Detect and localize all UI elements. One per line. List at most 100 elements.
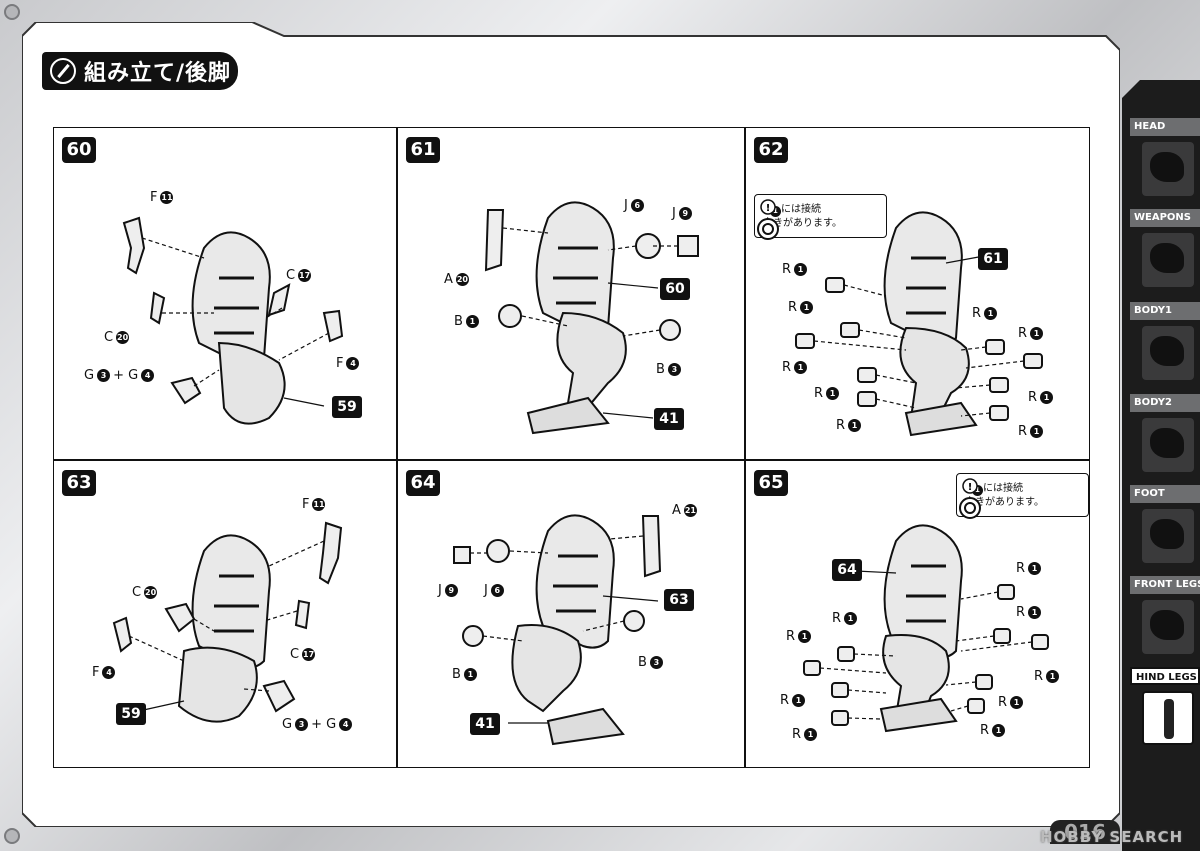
body1-thumbnail-icon [1142, 326, 1194, 380]
corner-rivet-icon [4, 828, 20, 844]
sidebar-item-label: HIND LEGS [1130, 667, 1200, 685]
step-number: 63 [62, 470, 96, 496]
sidebar-item-label: FRONT LEGS [1130, 576, 1200, 594]
part-reference: 41 [470, 713, 500, 735]
section-title-tab: 組み立て/後脚 [42, 52, 238, 90]
weapons-thumbnail-icon [1142, 233, 1194, 287]
part-diagram [795, 211, 1043, 437]
sidebar-item-label: WEAPONS [1130, 209, 1200, 227]
grid-divider [53, 459, 1090, 461]
connection-note: R1には接続 向きがあります。 ! [754, 194, 887, 240]
hind-legs-thumbnail-icon [1142, 691, 1194, 745]
front-legs-thumbnail-icon [1142, 600, 1194, 654]
wrench-circle-icon [50, 58, 76, 84]
step-number: 62 [754, 137, 788, 163]
part-reference: 64 [832, 559, 862, 581]
svg-text:!: ! [968, 482, 973, 493]
part-diagram [453, 514, 662, 746]
sidebar-item-body1[interactable]: BODY1 [1130, 302, 1200, 380]
head-thumbnail-icon [1142, 142, 1194, 196]
part-diagram [122, 216, 344, 425]
sidebar-item-weapons[interactable]: WEAPONS [1130, 209, 1200, 287]
step-number: 65 [754, 470, 788, 496]
sidebar-item-body2[interactable]: BODY2 [1130, 394, 1200, 472]
part-reference: 59 [332, 396, 362, 418]
sidebar-item-foot[interactable]: FOOT [1130, 485, 1200, 563]
page-title: 組み立て/後脚 [84, 61, 232, 86]
step-number: 60 [62, 137, 96, 163]
steps-grid [53, 127, 1090, 768]
sidebar-item-head[interactable]: HEAD [1130, 118, 1200, 196]
sidebar-item-hind-legs[interactable]: HIND LEGS [1130, 667, 1200, 745]
part-diagram [803, 524, 1049, 733]
part-reference: 59 [116, 703, 146, 725]
corner-rivet-icon [4, 4, 20, 20]
sidebar-item-label: HEAD [1130, 118, 1200, 136]
part-reference: 61 [978, 248, 1008, 270]
body2-thumbnail-icon [1142, 418, 1194, 472]
sidebar-item-label: BODY2 [1130, 394, 1200, 412]
grid-divider [744, 127, 746, 768]
step-panel-62: 62 R1には接続 向きがあります。 ! R1 R1 R1 R1 R1 R1 R… [746, 128, 1092, 449]
part-reference: 60 [660, 278, 690, 300]
foot-thumbnail-icon [1142, 509, 1194, 563]
sidebar-item-label: FOOT [1130, 485, 1200, 503]
part-reference: 63 [664, 589, 694, 611]
step-panel-65: 65 R1には接続 向きがあります。 ! R1 R1 R1 R1 R1 R1 R… [746, 461, 1092, 782]
part-reference: 41 [654, 408, 684, 430]
sidebar-item-front-legs[interactable]: FRONT LEGS [1130, 576, 1200, 654]
warning-icon: ! [757, 199, 779, 240]
warning-icon: ! [959, 478, 981, 519]
grid-divider [396, 127, 398, 768]
page-number: 016 [1050, 820, 1120, 844]
part-diagram [484, 201, 699, 435]
connection-note: R1には接続 向きがあります。 ! [956, 473, 1089, 519]
watermark: HOBBY SEARCH [1040, 828, 1184, 846]
part-diagram [112, 521, 343, 723]
step-number: 64 [406, 470, 440, 496]
sidebar-item-label: BODY1 [1130, 302, 1200, 320]
step-number: 61 [406, 137, 440, 163]
